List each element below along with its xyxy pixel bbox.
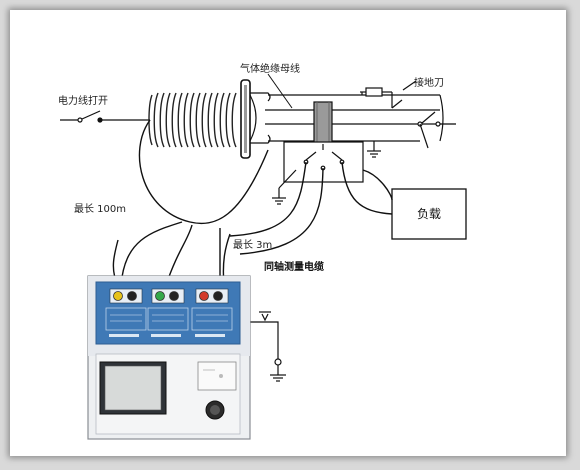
gis-busbar-tube bbox=[250, 92, 444, 144]
ground-icon bbox=[272, 141, 381, 205]
max-length-100m-label: 最长 100m bbox=[74, 203, 126, 215]
earthing-switch-housing bbox=[360, 80, 417, 109]
channel-3-jacks bbox=[191, 288, 233, 337]
instrument-ground bbox=[240, 311, 286, 382]
coax-cable-label: 同轴测量电缆 bbox=[264, 260, 324, 273]
bushing-coil bbox=[148, 79, 257, 159]
load-label: 负载 bbox=[417, 207, 441, 221]
terminal-box bbox=[278, 141, 364, 189]
power-line-switch-icon bbox=[77, 110, 103, 123]
channel-1-jacks bbox=[105, 288, 147, 337]
busbar-lines bbox=[60, 109, 456, 125]
channel-2-jacks bbox=[147, 288, 189, 337]
insulator-block bbox=[313, 101, 333, 145]
power-line-open-label: 电力线打开 bbox=[58, 94, 108, 107]
gis-busbar-label: 气体绝缘母线 bbox=[240, 62, 300, 75]
max-length-3m-label: 最长 3m bbox=[233, 239, 272, 251]
load-box: 负载 bbox=[391, 188, 467, 240]
earthing-switch-icon bbox=[417, 111, 441, 149]
test-instrument bbox=[87, 275, 251, 440]
earthing-switch-label: 接地刀 bbox=[414, 76, 444, 89]
